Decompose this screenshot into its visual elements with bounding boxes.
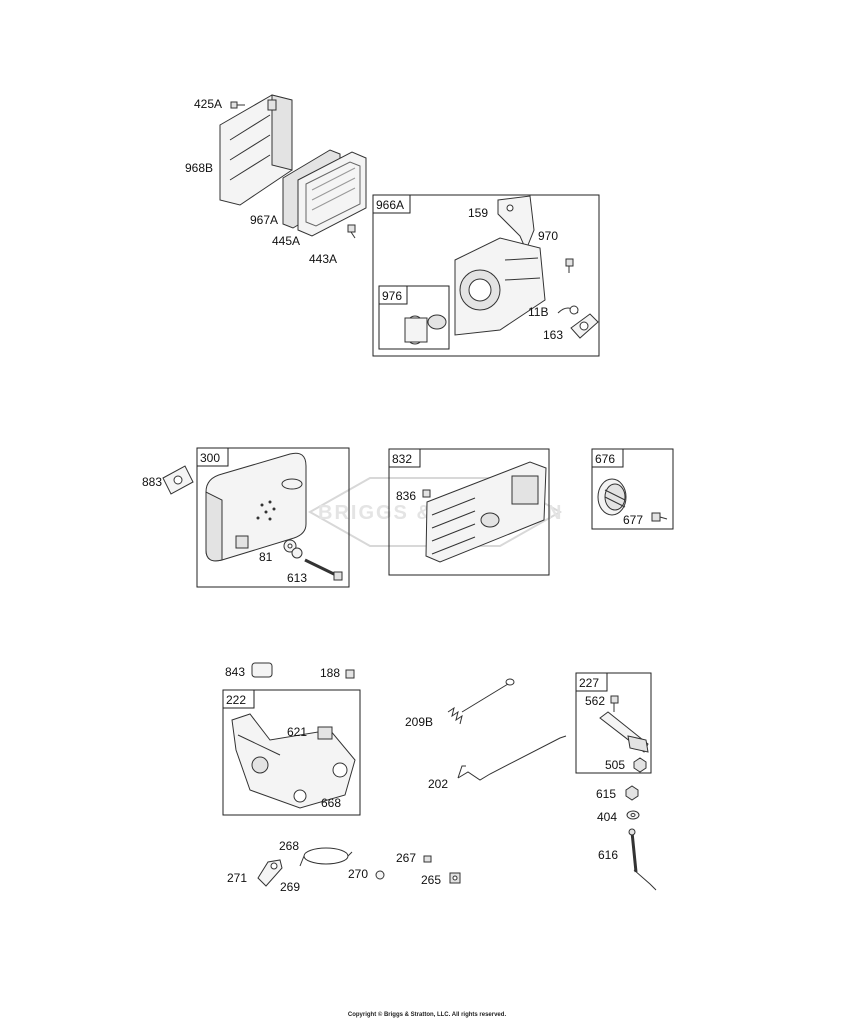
label-970: 970 [538, 229, 558, 243]
clip-11B-icon [557, 305, 579, 315]
cable-268-icon [299, 847, 353, 867]
label-677: 677 [623, 513, 643, 527]
box-676: 676 [591, 448, 674, 530]
breather-tube-976-icon [404, 314, 447, 345]
label-404: 404 [597, 810, 617, 824]
muffler-300-icon [205, 452, 307, 562]
box-966A: 966A 976 [372, 194, 600, 357]
label-668: 668 [321, 796, 341, 810]
copyright-text: Copyright © Briggs & Stratton, LLC. All … [347, 1012, 507, 1018]
label-843: 843 [225, 665, 245, 679]
gasket-163-icon [570, 313, 599, 339]
screw-267-icon [423, 855, 432, 863]
label-271: 271 [227, 871, 247, 885]
label-562: 562 [585, 694, 605, 708]
screw-443A-icon [347, 224, 356, 239]
control-lever-271-icon [257, 859, 283, 887]
box-300: 300 [196, 447, 350, 588]
label-268: 268 [279, 839, 299, 853]
box-832: 832 [388, 448, 550, 576]
label-270: 270 [348, 867, 368, 881]
governor-link-202-icon [457, 735, 567, 781]
label-967A: 967A [250, 213, 278, 227]
nut-505-icon [633, 757, 647, 773]
label-616: 616 [598, 848, 618, 862]
screw-836-icon [422, 489, 431, 498]
grommet-843-icon [251, 662, 273, 678]
label-163: 163 [543, 328, 563, 342]
label-265: 265 [421, 873, 441, 887]
label-883: 883 [142, 475, 162, 489]
muffler-guard-832-icon [425, 461, 547, 563]
bolt-613-icon [304, 558, 343, 581]
clip-621-icon [317, 726, 333, 740]
label-269: 269 [280, 880, 300, 894]
label-222: 222 [226, 693, 246, 707]
label-976: 976 [382, 289, 402, 303]
label-227: 227 [579, 676, 599, 690]
label-968B: 968B [185, 161, 213, 175]
label-11B: 11B [528, 305, 548, 319]
label-300: 300 [200, 451, 220, 465]
label-621: 621 [287, 725, 307, 739]
clip-265-icon [449, 872, 461, 884]
label-188: 188 [320, 666, 340, 680]
label-615: 615 [596, 787, 616, 801]
washer-81-icon [283, 539, 303, 559]
governor-spring-209B-icon [447, 678, 515, 725]
label-159: 159 [468, 206, 488, 220]
box-227: 227 [575, 672, 652, 774]
label-613: 613 [287, 571, 307, 585]
label-676: 676 [595, 452, 615, 466]
label-267: 267 [396, 851, 416, 865]
screw-970-icon [565, 258, 574, 273]
air-cleaner-housing-icon [454, 237, 546, 336]
label-209B: 209B [405, 715, 433, 729]
label-836: 836 [396, 489, 416, 503]
screw-562-icon [610, 695, 619, 712]
washer-404-icon [626, 810, 640, 820]
spark-arrester-676-icon [597, 478, 627, 516]
screw-425A-icon [230, 101, 245, 109]
air-filter-group [219, 94, 367, 239]
screw-188-icon [345, 669, 355, 679]
governor-lever-227-icon [599, 711, 649, 753]
label-425A: 425A [194, 97, 222, 111]
label-832: 832 [392, 452, 412, 466]
governor-shaft-616-icon [628, 828, 657, 891]
box-222: 222 [222, 689, 361, 816]
screw-677-icon [651, 512, 668, 522]
label-443A: 443A [309, 252, 337, 266]
label-445A: 445A [272, 234, 300, 248]
label-505: 505 [605, 758, 625, 772]
air-cleaner-base-968B-icon [219, 94, 293, 206]
label-81: 81 [259, 550, 273, 564]
grommet-270-icon [375, 870, 385, 880]
label-966A: 966A [376, 198, 404, 212]
muffler-gasket-883-icon [162, 465, 194, 495]
box-976 [378, 285, 450, 350]
nut-615-icon [625, 785, 639, 801]
label-202: 202 [428, 777, 448, 791]
air-filter-445A-icon [297, 151, 367, 237]
